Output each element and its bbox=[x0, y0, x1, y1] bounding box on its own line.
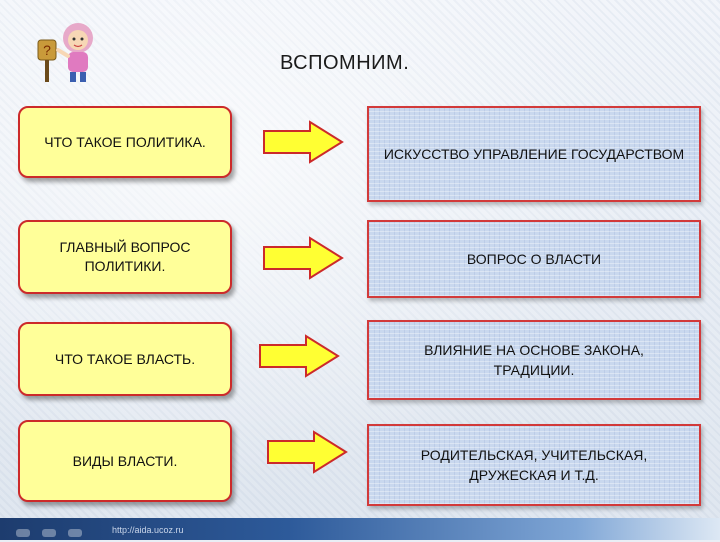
right-arrow-icon bbox=[262, 236, 344, 280]
answer-text: ВЛИЯНИЕ НА ОСНОВЕ ЗАКОНА, ТРАДИЦИИ. bbox=[383, 340, 685, 381]
footer-band: http://aida.ucoz.ru bbox=[0, 518, 720, 540]
svg-text:?: ? bbox=[43, 42, 51, 58]
right-arrow-icon bbox=[262, 120, 344, 164]
answer-text: ВОПРОС О ВЛАСТИ bbox=[467, 249, 601, 269]
question-text: ВИДЫ ВЛАСТИ. bbox=[73, 452, 178, 471]
answer-text: РОДИТЕЛЬСКАЯ, УЧИТЕЛЬСКАЯ, ДРУЖЕСКАЯ И Т… bbox=[383, 445, 685, 486]
question-box-4: ВИДЫ ВЛАСТИ. bbox=[18, 420, 232, 502]
question-box-2: ГЛАВНЫЙ ВОПРОС ПОЛИТИКИ. bbox=[18, 220, 232, 294]
footer-nav-icons bbox=[16, 524, 96, 534]
answer-box-1: ИСКУССТВО УПРАВЛЕНИЕ ГОСУДАРСТВОМ bbox=[367, 106, 701, 202]
right-arrow-icon bbox=[266, 430, 348, 474]
question-box-1: ЧТО ТАКОЕ ПОЛИТИКА. bbox=[18, 106, 232, 178]
answer-text: ИСКУССТВО УПРАВЛЕНИЕ ГОСУДАРСТВОМ bbox=[384, 144, 684, 164]
question-text: ЧТО ТАКОЕ ПОЛИТИКА. bbox=[44, 133, 206, 152]
right-arrow-icon bbox=[258, 334, 340, 378]
question-text: ЧТО ТАКОЕ ВЛАСТЬ. bbox=[55, 350, 195, 369]
question-text: ГЛАВНЫЙ ВОПРОС ПОЛИТИКИ. bbox=[28, 238, 222, 276]
thinking-girl-icon: ? bbox=[34, 14, 106, 86]
question-box-3: ЧТО ТАКОЕ ВЛАСТЬ. bbox=[18, 322, 232, 396]
answer-box-2: ВОПРОС О ВЛАСТИ bbox=[367, 220, 701, 298]
footer-url: http://aida.ucoz.ru bbox=[112, 525, 184, 535]
page-title: ВСПОМНИМ. bbox=[280, 52, 480, 75]
answer-box-3: ВЛИЯНИЕ НА ОСНОВЕ ЗАКОНА, ТРАДИЦИИ. bbox=[367, 320, 701, 400]
answer-box-4: РОДИТЕЛЬСКАЯ, УЧИТЕЛЬСКАЯ, ДРУЖЕСКАЯ И Т… bbox=[367, 424, 701, 506]
